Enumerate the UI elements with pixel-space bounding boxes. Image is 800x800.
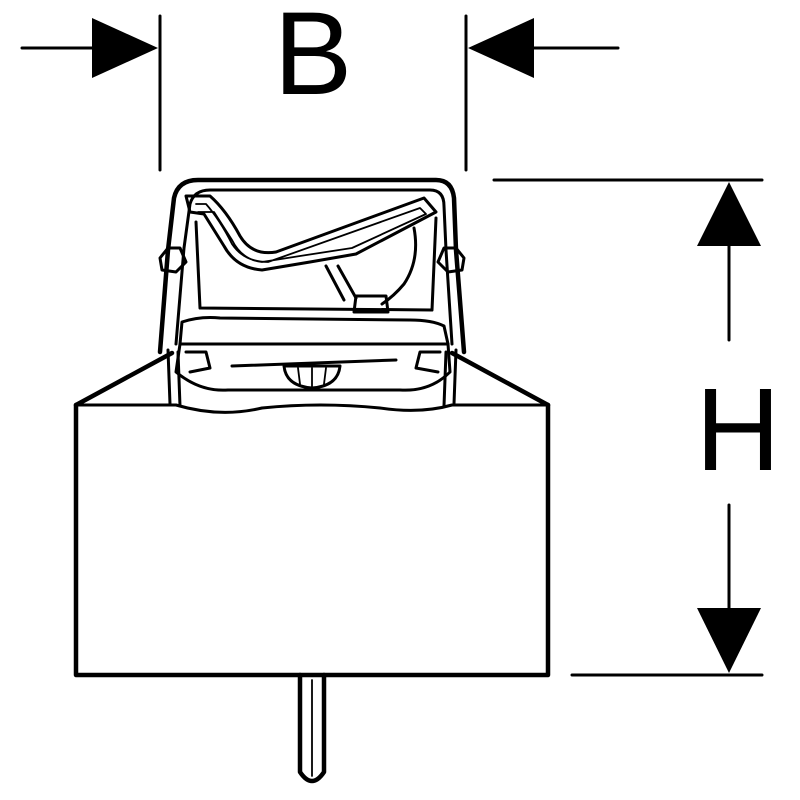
head-collar	[174, 342, 452, 392]
housing-top-edge	[74, 403, 550, 414]
height-arrow-bottom	[697, 608, 761, 673]
width-dimension: B	[20, 0, 620, 172]
product-body	[73, 350, 551, 784]
valve-head	[157, 177, 467, 408]
head-ring	[178, 316, 450, 346]
cap-inner-outline	[174, 188, 454, 346]
stem	[297, 672, 327, 784]
housing-shoulder-right	[449, 350, 551, 408]
knob-rib-1	[297, 367, 301, 385]
clip-left	[158, 246, 188, 274]
housing-base	[73, 402, 551, 678]
height-arrow-top	[697, 182, 761, 246]
height-dimension: H	[492, 178, 781, 677]
adjust-knob	[282, 364, 342, 390]
post-right	[442, 348, 458, 408]
linkage-seat	[352, 294, 390, 314]
post-left	[166, 348, 182, 408]
housing-shoulder-left	[73, 350, 175, 408]
collar-step-left	[184, 350, 212, 374]
height-label: H	[695, 364, 780, 496]
linkage-hook	[380, 226, 418, 306]
float-lever-inner	[195, 203, 427, 263]
window-frame	[194, 216, 438, 312]
knob-bar	[230, 358, 398, 368]
linkage-rod	[324, 264, 358, 302]
cap-outline	[157, 177, 467, 355]
width-arrow-left	[92, 18, 158, 78]
float-lever-outer	[184, 194, 438, 272]
width-label: B	[274, 0, 353, 120]
clip-right	[436, 246, 466, 274]
knob-rib-3	[323, 367, 327, 385]
width-arrow-right	[468, 18, 534, 78]
collar-step-right	[414, 350, 442, 374]
